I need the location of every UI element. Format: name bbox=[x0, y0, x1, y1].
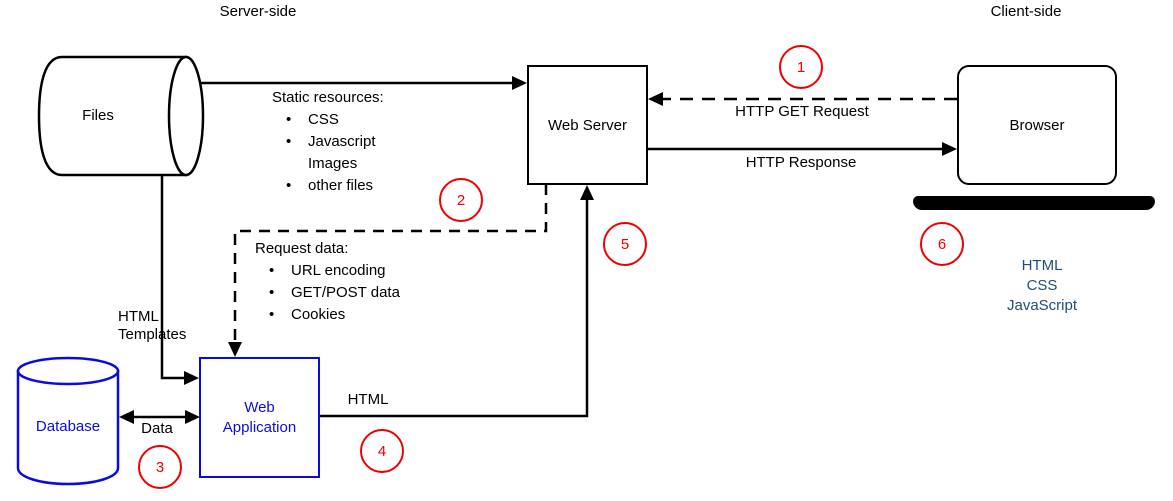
step-number: 4 bbox=[377, 442, 387, 460]
html-templates-line1: HTML bbox=[118, 308, 159, 325]
database-cylinder-shape bbox=[16, 356, 120, 486]
step-circle-5: 5 bbox=[603, 222, 647, 266]
server-side-label: Server-side bbox=[219, 3, 297, 20]
request-data-item: Cookies bbox=[255, 304, 400, 326]
step-number: 3 bbox=[155, 458, 165, 476]
webapp-to-webserver-arrow bbox=[319, 185, 594, 418]
web-server-node: Web Server bbox=[527, 65, 648, 185]
web-application-label-line1: Web bbox=[244, 398, 275, 416]
webserver-to-webapp-dashed-arrow bbox=[228, 184, 548, 357]
static-resources-item: Images bbox=[308, 155, 358, 172]
files-to-webserver-arrow bbox=[201, 76, 527, 90]
step-circle-4: 4 bbox=[360, 429, 404, 473]
client-side-label: Client-side bbox=[990, 3, 1062, 20]
client-stack-item: JavaScript bbox=[1006, 297, 1078, 314]
html-edge-label: HTML bbox=[347, 391, 389, 408]
web-application-label-line2: Application bbox=[222, 418, 297, 436]
static-resources-title: Static resources: bbox=[272, 89, 384, 106]
http-get-request-label: HTTP GET Request bbox=[735, 103, 869, 120]
database-webapp-double-arrow bbox=[119, 410, 200, 424]
step-circle-2: 2 bbox=[439, 178, 483, 222]
request-data-title: Request data: bbox=[255, 240, 349, 257]
database-node-label: Database bbox=[35, 418, 101, 435]
step-circle-3: 3 bbox=[138, 445, 182, 489]
html-templates-line2: Templates bbox=[118, 326, 187, 343]
static-resources-item: other files bbox=[272, 175, 384, 197]
laptop-base-shape bbox=[913, 196, 1155, 210]
http-response-label: HTTP Response bbox=[745, 154, 857, 171]
web-application-node: Web Application bbox=[199, 357, 320, 478]
browser-node: Browser bbox=[957, 65, 1117, 185]
step-number: 5 bbox=[620, 235, 630, 253]
client-stack-item: CSS bbox=[1026, 277, 1058, 294]
step-number: 1 bbox=[796, 58, 806, 76]
data-edge-label: Data bbox=[141, 420, 173, 437]
files-to-webapp-arrow bbox=[160, 175, 199, 385]
request-data-item: GET/POST data bbox=[255, 282, 400, 304]
step-number: 2 bbox=[456, 191, 466, 209]
request-data-block: Request data: URL encoding GET/POST data… bbox=[255, 238, 400, 326]
web-server-label: Web Server bbox=[548, 116, 627, 134]
files-cylinder-shape bbox=[37, 55, 205, 177]
webserver-to-browser-arrow bbox=[648, 142, 957, 156]
browser-label: Browser bbox=[1009, 116, 1065, 134]
client-stack-item: HTML bbox=[1021, 257, 1063, 274]
html-templates-label: HTML Templates bbox=[118, 308, 186, 344]
static-resources-block: Static resources: CSS Javascript Images … bbox=[272, 87, 384, 197]
request-data-item: URL encoding bbox=[255, 260, 400, 282]
step-number: 6 bbox=[937, 235, 947, 253]
step-circle-6: 6 bbox=[920, 222, 964, 266]
client-stack-list: HTML CSS JavaScript bbox=[962, 256, 1122, 316]
step-circle-1: 1 bbox=[779, 45, 823, 89]
browser-to-webserver-dashed-arrow bbox=[648, 92, 957, 106]
files-node-label: Files bbox=[82, 107, 114, 124]
static-resources-item: Javascript bbox=[272, 131, 384, 153]
static-resources-item: CSS bbox=[272, 109, 384, 131]
